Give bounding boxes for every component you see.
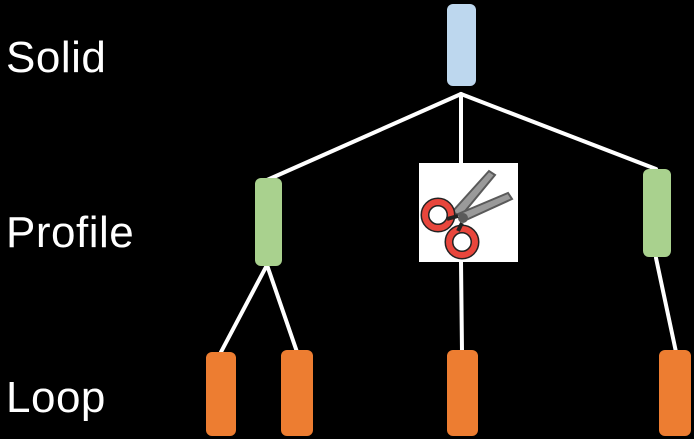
loop-node-1 <box>206 352 236 436</box>
profile-node-3 <box>643 169 671 257</box>
profile-node-1 <box>255 178 282 266</box>
edge-profile2-loop3 <box>459 260 464 354</box>
solid-node <box>447 4 476 86</box>
edge-solid-profile-1 <box>265 92 463 182</box>
level-label-loop: Loop <box>6 373 106 422</box>
loop-node-3 <box>447 350 478 436</box>
loop-node-2 <box>281 350 313 436</box>
edges <box>219 92 678 354</box>
edge-solid-profile-3 <box>459 92 658 171</box>
edge-profile1-loop1 <box>219 263 269 354</box>
edge-profile3-loop4 <box>654 256 678 354</box>
scissors-icon <box>419 163 518 262</box>
level-label-profile: Profile <box>6 208 135 257</box>
loop-node-4 <box>659 350 691 436</box>
level-label-solid: Solid <box>6 33 107 82</box>
edge-profile1-loop2 <box>265 263 299 354</box>
